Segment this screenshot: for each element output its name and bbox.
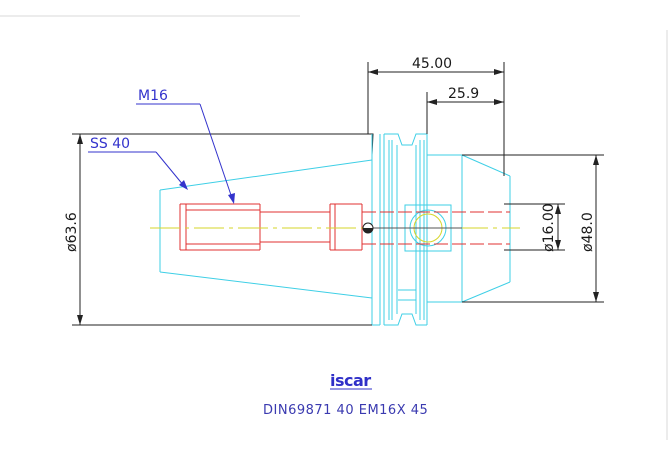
dim-shank-diameter: ø48.0 bbox=[580, 212, 596, 252]
dim-bore-diameter: ø16.00 bbox=[541, 203, 557, 252]
internal-bore bbox=[179, 203, 510, 251]
taper-outline bbox=[78, 133, 511, 326]
taper-label: SS 40 bbox=[90, 136, 130, 152]
part-caption: DIN69871 40 EM16X 45 bbox=[263, 403, 428, 418]
dim-flange-diameter: ø63.6 bbox=[64, 212, 80, 252]
dim-groove-length: 25.9 bbox=[448, 86, 479, 102]
thread-label: M16 bbox=[138, 88, 168, 104]
leader-arrows bbox=[179, 180, 235, 204]
dim-overall-length: 45.00 bbox=[412, 56, 452, 72]
coolant-marker-fill bbox=[363, 228, 373, 233]
dimension-arrows bbox=[77, 69, 599, 325]
dimension-lines bbox=[72, 62, 604, 326]
iscar-logo: iscar bbox=[330, 371, 371, 390]
leader-lines bbox=[88, 103, 233, 199]
